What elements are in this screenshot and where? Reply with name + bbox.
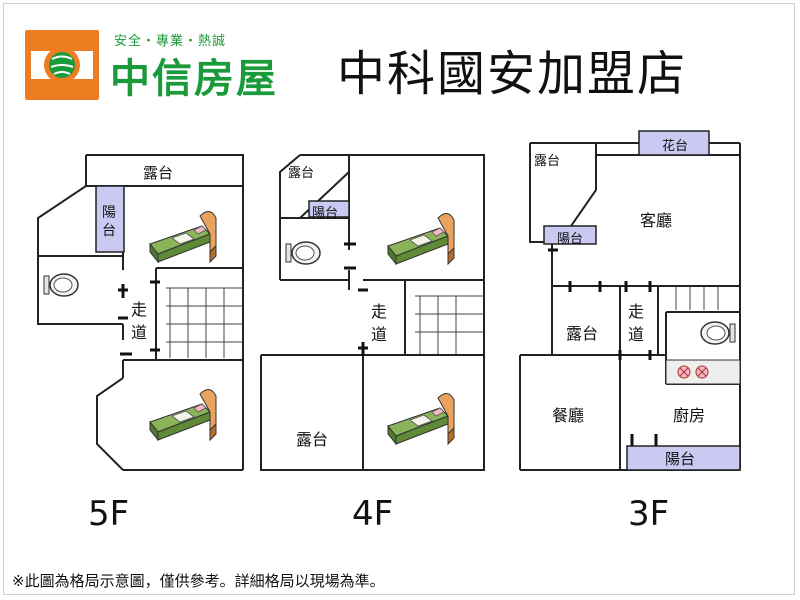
3f-terrace-top-label: 露台 — [534, 154, 561, 169]
3f-balcony-bottom-label: 陽台 — [665, 450, 696, 468]
5f-bed-icon — [149, 210, 217, 263]
5f-bed-icon-2 — [149, 388, 217, 441]
5f-corridor-label: 走 道 — [131, 300, 148, 342]
4f-corridor-label: 走 道 — [371, 302, 388, 344]
3f-balcony-bottom-fill — [626, 445, 741, 471]
3f-balcony-top-label: 陽台 — [557, 232, 584, 247]
4f-terrace-top-label: 露台 — [288, 166, 315, 181]
floor-5f-plan — [37, 154, 244, 471]
5f-balcony-label: 陽 台 — [102, 205, 116, 239]
floor-3f-label: 3F — [628, 494, 670, 534]
3f-dining-label: 餐廳 — [552, 406, 585, 425]
4f-bed-icon-2 — [387, 392, 455, 445]
logo-icon — [31, 37, 93, 93]
floor-4f-label: 4F — [352, 494, 394, 534]
3f-kitchen-label: 廚房 — [673, 406, 706, 425]
5f-terrace-label: 露台 — [143, 164, 174, 182]
disclaimer-note: ※此圖為格局示意圖，僅供參考。詳細格局以現場為準。 — [12, 572, 385, 590]
brand-slogan: 安全・專業・熱誠 — [114, 34, 227, 49]
3f-stove-burner-icon — [677, 365, 709, 379]
4f-terrace-bottom-label: 露台 — [296, 430, 329, 449]
3f-toilet-icon — [700, 321, 736, 345]
4f-bed-icon — [387, 212, 455, 265]
4f-balcony-label: 陽台 — [312, 206, 339, 221]
5f-balcony-fill — [95, 185, 125, 253]
3f-living-label: 客廳 — [640, 211, 673, 230]
3f-corridor-label: 走 道 — [628, 302, 645, 344]
3f-terrace-mid-label: 露台 — [566, 324, 599, 343]
3f-garden-fill — [638, 130, 710, 156]
3f-garden-label: 花台 — [662, 139, 689, 154]
4f-toilet-icon — [285, 241, 321, 265]
floor-5f-label: 5F — [88, 494, 130, 534]
4f-balcony-fill — [308, 200, 350, 218]
floor-4f-plan — [260, 154, 485, 471]
store-name: 中科國安加盟店 — [337, 46, 688, 102]
brand-logo — [25, 30, 99, 100]
3f-balcony-top-fill — [543, 225, 597, 245]
brand-name: 中信房屋 — [110, 56, 278, 102]
page-frame — [3, 3, 795, 595]
5f-toilet-icon — [43, 273, 79, 297]
